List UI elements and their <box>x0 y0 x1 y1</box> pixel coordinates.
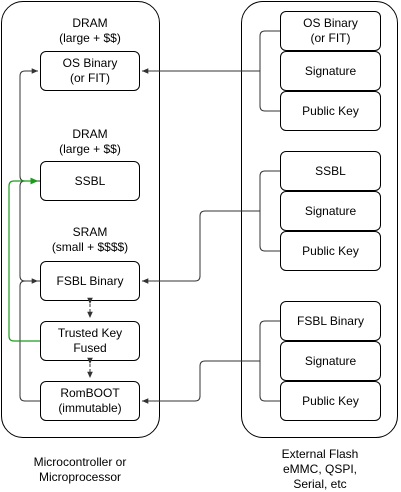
flash-os-binary-box: OS Binary (or FIT) <box>280 11 381 51</box>
romboot-box: RomBOOT (immutable) <box>40 381 140 421</box>
microcontroller-caption: Microcontroller or Microprocessor <box>33 455 127 484</box>
load-fsbl-arrow <box>142 360 260 404</box>
ssbl-box: SSBL <box>40 161 140 201</box>
flash-ssbl-signature-box: Signature <box>280 191 381 231</box>
load-ssbl-arrow <box>142 210 260 284</box>
flash-group-bracket-1 <box>259 30 280 112</box>
flash-fsbl-binary-box: FSBL Binary <box>280 301 381 341</box>
sram-label: SRAM (small + $$$$) <box>51 225 129 254</box>
os-binary-box: OS Binary (or FIT) <box>40 51 140 91</box>
ssbl-to-os-arrow <box>19 68 40 182</box>
external-flash-caption: External Flash eMMC, QSPI, Serial, etc <box>281 447 359 491</box>
fsbl-binary-box: FSBL Binary <box>40 261 140 301</box>
fsbl-to-ssbl-arrow <box>19 178 40 282</box>
flash-fsbl-signature-box: Signature <box>280 341 381 381</box>
flash-os-signature-box: Signature <box>280 51 381 91</box>
flash-ssbl-public-key-box: Public Key <box>280 231 381 271</box>
flash-fsbl-public-key-box: Public Key <box>280 381 381 421</box>
flash-ssbl-box: SSBL <box>280 151 381 191</box>
trusted-key-fused-box: Trusted Key Fused <box>40 321 140 361</box>
trusted-key-arrow <box>8 177 40 342</box>
flash-group-bracket-3 <box>259 320 280 402</box>
flash-os-public-key-box: Public Key <box>280 91 381 131</box>
dram-label-mid: DRAM (large + $$) <box>59 127 121 156</box>
flash-group-bracket-2 <box>259 170 280 252</box>
dram-label-top: DRAM (large + $$) <box>59 16 121 45</box>
